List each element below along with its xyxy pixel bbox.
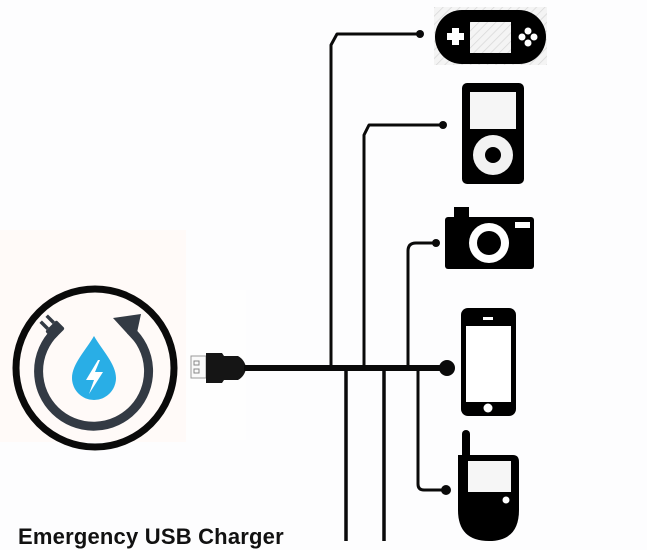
water-power-recycle-icon: [12, 285, 178, 451]
logo-background-tint: [0, 230, 186, 442]
page-title: Emergency USB Charger: [18, 524, 284, 549]
connector-dots: [416, 30, 455, 495]
camera-icon: [445, 207, 534, 269]
mp3-player-icon: [462, 83, 524, 184]
smartphone-icon: [461, 308, 516, 416]
game-console-icon: [434, 7, 547, 65]
flip-phone-icon: [458, 430, 519, 541]
connector-lines: [244, 32, 448, 541]
usb-plug-icon: [190, 353, 246, 383]
